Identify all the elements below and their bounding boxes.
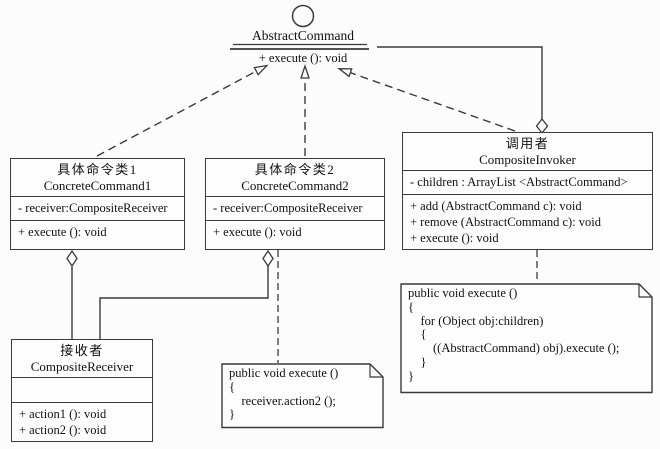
class-header: 接收者 CompositeReceiver bbox=[12, 340, 152, 378]
aggregation-line-concrete2-receiver bbox=[99, 266, 269, 339]
class-composite-invoker: 调用者 CompositeInvoker - children : ArrayL… bbox=[402, 132, 653, 250]
aggregation-diamond-invoker bbox=[535, 117, 549, 135]
interface-abstract-command-method: + execute (): void bbox=[258, 51, 348, 65]
interface-abstract-command-name: AbstractCommand bbox=[252, 28, 354, 43]
aggregation-diamond-concrete1 bbox=[66, 249, 78, 268]
class-title-cn: 接收者 bbox=[60, 343, 104, 358]
method-line: + action2 (): void bbox=[19, 423, 107, 437]
class-composite-receiver: 接收者 CompositeReceiver + action1 (): void… bbox=[11, 339, 153, 442]
note-code-text: public void execute () { for (Object obj… bbox=[408, 286, 620, 383]
attribute-line: - receiver:CompositeReceiver bbox=[213, 201, 363, 215]
method-line: + execute (): void bbox=[410, 231, 499, 245]
class-header: 调用者 CompositeInvoker bbox=[403, 133, 652, 171]
class-title-cn: 调用者 bbox=[505, 136, 550, 151]
method-line: + add (AbstractCommand c): void bbox=[410, 199, 582, 213]
class-methods: + execute (): void bbox=[11, 221, 184, 244]
class-header: 具体命令类1 ConcreteCommand1 bbox=[11, 159, 184, 197]
class-concrete-command1: 具体命令类1 ConcreteCommand1 - receiver:Compo… bbox=[10, 158, 185, 250]
class-attributes: - children : ArrayList <AbstractCommand> bbox=[403, 171, 652, 195]
class-attributes-empty bbox=[12, 378, 152, 403]
attribute-line: - children : ArrayList <AbstractCommand> bbox=[410, 175, 628, 189]
note-fold-icon bbox=[369, 364, 383, 378]
class-title-en: ConcreteCommand1 bbox=[43, 178, 152, 193]
class-title-en: CompositeReceiver bbox=[30, 359, 134, 374]
class-title-cn: 具体命令类2 bbox=[254, 162, 336, 177]
method-line: + remove (AbstractCommand c): void bbox=[410, 215, 602, 229]
class-methods: + execute (): void bbox=[206, 221, 384, 244]
aggregation-diamond-concrete2 bbox=[262, 249, 274, 268]
note-outline bbox=[221, 363, 384, 429]
method-line: + execute (): void bbox=[18, 225, 107, 239]
aggregation-line-invoker bbox=[377, 46, 543, 119]
realization-arrow-invoker bbox=[337, 67, 516, 132]
attribute-line: - receiver:CompositeReceiver bbox=[18, 201, 168, 215]
class-title-en: ConcreteCommand2 bbox=[241, 178, 349, 193]
method-line: + execute (): void bbox=[213, 225, 302, 239]
note-receiver-execute-code: public void execute () { receiver.action… bbox=[221, 363, 384, 429]
class-concrete-command2: 具体命令类2 ConcreteCommand2 - receiver:Compo… bbox=[205, 158, 385, 250]
class-methods: + add (AbstractCommand c): void + remove… bbox=[403, 195, 652, 249]
method-line: + action1 (): void bbox=[19, 407, 107, 421]
note-fold-icon bbox=[638, 284, 652, 298]
interface-lollipop-icon bbox=[291, 4, 315, 28]
note-invoker-execute-code: public void execute () { for (Object obj… bbox=[400, 283, 653, 394]
note-code-text: public void execute () { receiver.action… bbox=[229, 366, 339, 422]
class-attributes: - receiver:CompositeReceiver bbox=[11, 197, 184, 221]
class-title-cn: 具体命令类1 bbox=[57, 162, 138, 177]
class-attributes: - receiver:CompositeReceiver bbox=[206, 197, 384, 221]
class-methods: + action1 (): void + action2 (): void bbox=[12, 403, 152, 441]
class-title-en: CompositeInvoker bbox=[479, 152, 576, 167]
realization-arrow-concrete1 bbox=[96, 64, 269, 157]
note-outline bbox=[400, 283, 653, 394]
class-header: 具体命令类2 ConcreteCommand2 bbox=[206, 159, 384, 197]
